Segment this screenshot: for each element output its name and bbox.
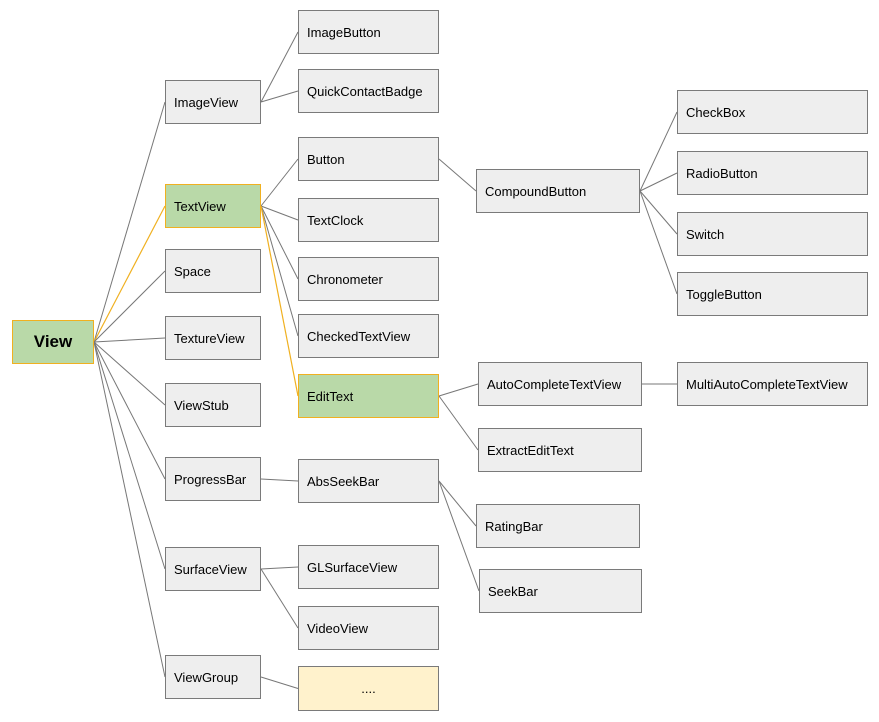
node-Switch[interactable]: Switch xyxy=(677,212,868,256)
edge-View-Space xyxy=(93,270,166,343)
edge-EditText-ExtractEditText xyxy=(438,395,479,451)
node-RatingBar[interactable]: RatingBar xyxy=(476,504,640,548)
node-ProgressBar[interactable]: ProgressBar xyxy=(165,457,261,501)
node-Space[interactable]: Space xyxy=(165,249,261,293)
node-TextureView[interactable]: TextureView xyxy=(165,316,261,360)
node-VideoView[interactable]: VideoView xyxy=(298,606,439,650)
edge-Button-CompoundButton xyxy=(438,158,477,192)
node-Chronometer[interactable]: Chronometer xyxy=(298,257,439,301)
edge-CompoundButton-RadioButton xyxy=(639,172,678,192)
node-AutoCompleteTextView[interactable]: AutoCompleteTextView xyxy=(478,362,642,406)
node-Button[interactable]: Button xyxy=(298,137,439,181)
edge-TextView-EditText xyxy=(260,205,299,397)
edge-View-ImageView xyxy=(93,101,166,343)
node-RadioButton[interactable]: RadioButton xyxy=(677,151,868,195)
edge-EditText-AutoCompleteTextView xyxy=(438,383,479,397)
node-ImageButton[interactable]: ImageButton xyxy=(298,10,439,54)
node-EditText[interactable]: EditText xyxy=(298,374,439,418)
edge-View-TextureView xyxy=(93,337,166,343)
edge-TextView-TextClock xyxy=(260,205,299,221)
node-ImageView[interactable]: ImageView xyxy=(165,80,261,124)
node-ExtractEditText[interactable]: ExtractEditText xyxy=(478,428,642,472)
edge-TextView-Chronometer xyxy=(260,205,299,280)
node-SeekBar[interactable]: SeekBar xyxy=(479,569,642,613)
edge-layer xyxy=(93,31,678,689)
node-View[interactable]: View xyxy=(12,320,94,364)
node-CheckBox[interactable]: CheckBox xyxy=(677,90,868,134)
edge-View-ViewStub xyxy=(93,341,166,406)
edge-ImageView-QuickContactBadge xyxy=(260,90,299,103)
edge-View-ProgressBar xyxy=(93,341,166,480)
edge-AbsSeekBar-SeekBar xyxy=(438,480,480,592)
edge-TextView-Button xyxy=(260,158,299,207)
node-TextClock[interactable]: TextClock xyxy=(298,198,439,242)
edge-View-ViewGroup xyxy=(93,341,166,678)
edge-SurfaceView-VideoView xyxy=(260,568,299,629)
node-ViewStub[interactable]: ViewStub xyxy=(165,383,261,427)
edge-AbsSeekBar-RatingBar xyxy=(438,480,477,527)
node-ViewGroup[interactable]: ViewGroup xyxy=(165,655,261,699)
edge-ProgressBar-AbsSeekBar xyxy=(260,478,299,482)
node-ellipsis[interactable]: .... xyxy=(298,666,439,711)
edge-ImageView-ImageButton xyxy=(260,31,299,103)
node-AbsSeekBar[interactable]: AbsSeekBar xyxy=(298,459,439,503)
edge-View-SurfaceView xyxy=(93,341,166,570)
node-QuickContactBadge[interactable]: QuickContactBadge xyxy=(298,69,439,113)
node-CompoundButton[interactable]: CompoundButton xyxy=(476,169,640,213)
node-TextView[interactable]: TextView xyxy=(165,184,261,228)
node-MultiAutoCompleteTextView[interactable]: MultiAutoCompleteTextView xyxy=(677,362,868,406)
node-ToggleButton[interactable]: ToggleButton xyxy=(677,272,868,316)
node-SurfaceView[interactable]: SurfaceView xyxy=(165,547,261,591)
edge-View-TextView xyxy=(93,205,166,343)
edge-ViewGroup-Ellipsis xyxy=(260,676,299,689)
edge-CompoundButton-CheckBox xyxy=(639,111,678,192)
edge-CompoundButton-ToggleButton xyxy=(639,190,678,295)
edge-SurfaceView-GLSurfaceView xyxy=(260,566,299,570)
edge-TextView-CheckedTextView xyxy=(260,205,299,337)
edge-CompoundButton-Switch xyxy=(639,190,678,235)
node-GLSurfaceView[interactable]: GLSurfaceView xyxy=(298,545,439,589)
node-CheckedTextView[interactable]: CheckedTextView xyxy=(298,314,439,358)
